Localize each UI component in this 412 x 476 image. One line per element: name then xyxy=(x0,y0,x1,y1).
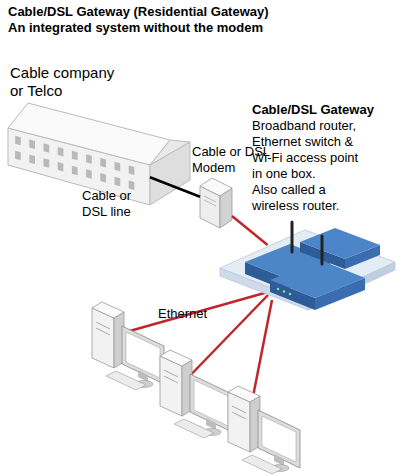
node-heading: Cable/DSL Gateway xyxy=(252,102,370,118)
cable-connector xyxy=(232,216,268,245)
gateway-node: Cable/DSL GatewayBroadband router, Ether… xyxy=(220,245,395,310)
edge-label: Cable or DSL line xyxy=(82,188,144,220)
building-node: Cable company or Telco xyxy=(10,100,150,200)
computers xyxy=(92,302,300,474)
node-caption: Cable company or Telco xyxy=(10,64,120,100)
node-caption: Cable/DSL GatewayBroadband router, Ether… xyxy=(252,102,370,214)
subtitle-text: An integrated system without the modem xyxy=(8,20,263,36)
node-text: Also called a wireless router. xyxy=(252,182,370,214)
node-text: Cable company or Telco xyxy=(10,64,120,100)
gateway-device xyxy=(220,222,395,310)
cable-connector xyxy=(150,177,200,196)
modem-box xyxy=(200,178,232,228)
modem-node: Cable or DSL Modem xyxy=(200,178,232,228)
title-text: Cable/DSL Gateway (Residential Gateway) xyxy=(8,4,269,20)
node-text: Broadband router, Ethernet switch & Wi-F… xyxy=(252,118,370,182)
wire-label: Ethernet xyxy=(158,306,207,322)
